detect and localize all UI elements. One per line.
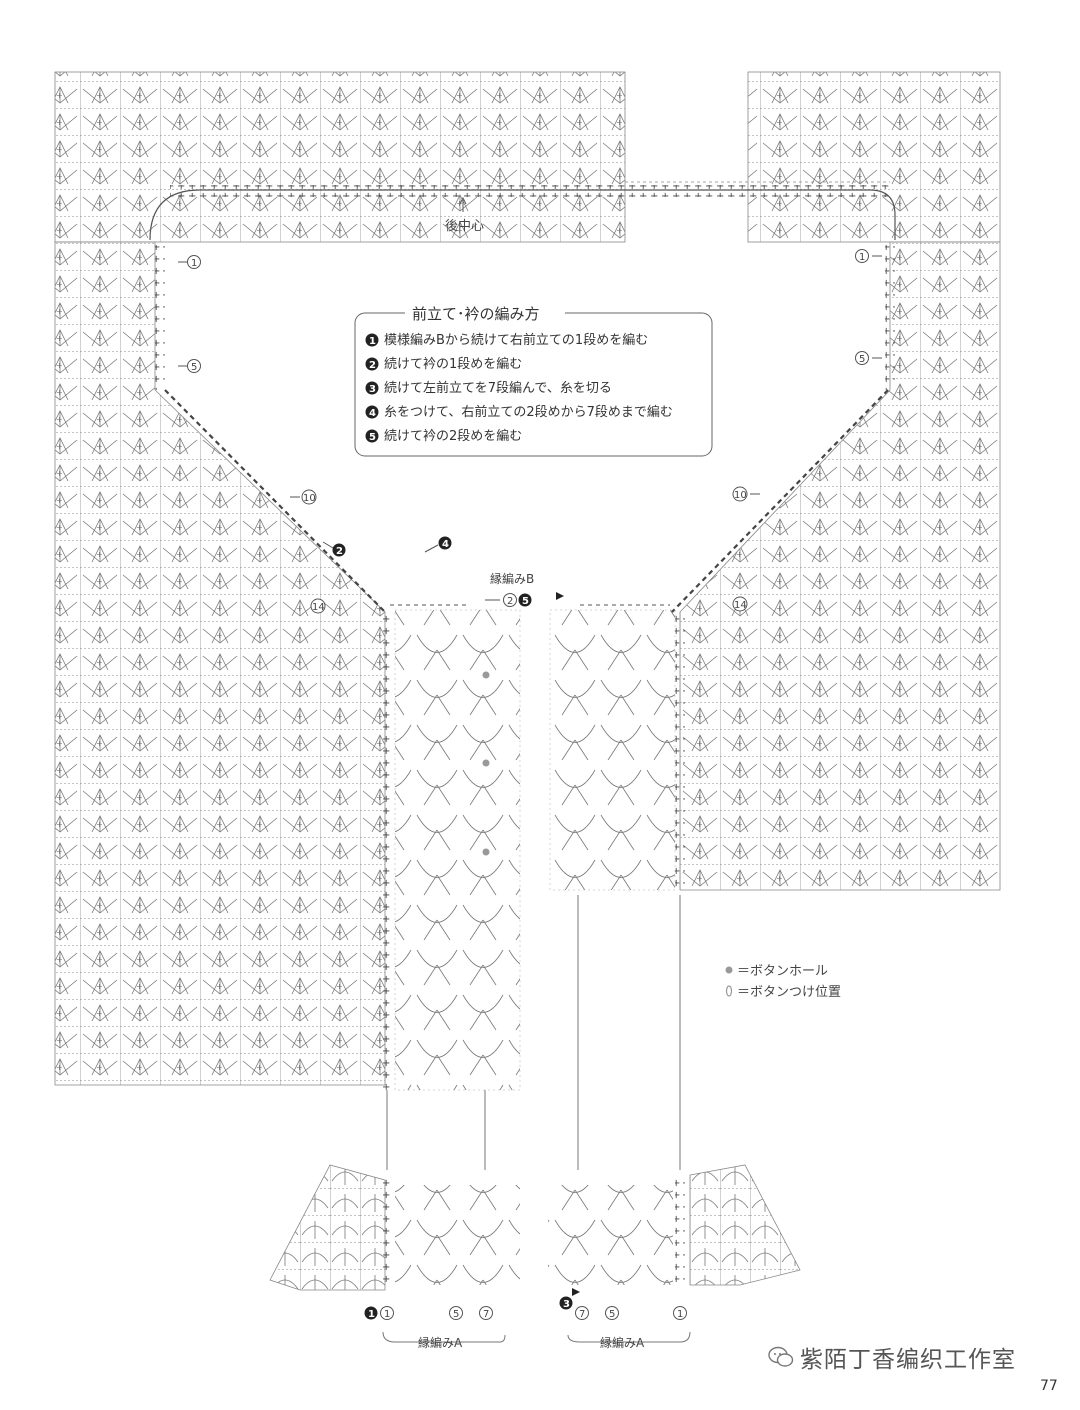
lower-left-skirt <box>269 1164 386 1291</box>
right-collar-side <box>885 245 895 390</box>
collar-outline <box>149 189 896 241</box>
step-1-number: 1 <box>369 336 376 347</box>
row-marker-right-10: 10 <box>732 486 760 502</box>
bottom-right-r7: 7 <box>579 1309 585 1320</box>
left-front-band-shell <box>394 609 521 1091</box>
row-marker-left-5: 5 <box>178 359 201 373</box>
right-front-band-shell <box>549 609 676 891</box>
buttonhole-3 <box>482 848 490 856</box>
edging-a-left-brace <box>382 1331 506 1343</box>
row-marker-right-5: 5 <box>855 351 882 365</box>
step-4-number: 4 <box>369 408 376 419</box>
row-marker-left-10-text: 10 <box>303 493 316 504</box>
legend-buttonhole-text: ＝ボタンホール <box>737 964 828 979</box>
back-center-label: 後中心 <box>445 219 484 234</box>
step-3-text: 続けて左前立てを7段編んで、糸を切る <box>384 380 612 396</box>
lower-left-band-shell <box>395 1185 520 1285</box>
instruction-step-5: 5 続けて衿の2段めを編む <box>365 428 522 444</box>
step-marker-2-5-r2: 2 <box>507 596 513 607</box>
edging-a-right-label: 縁編みA <box>600 1335 645 1350</box>
watermark-text: 紫陌丁香编织工作室 <box>800 1347 1016 1373</box>
row-marker-right-14-text: 14 <box>734 600 747 611</box>
lower-right-skirt <box>689 1164 801 1286</box>
step-5-text: 続けて衿の2段めを編む <box>384 428 522 444</box>
row-marker-right-1-text: 1 <box>859 252 865 263</box>
bottom-left-r7: 7 <box>483 1309 489 1320</box>
bottom-right-s3: 3 <box>563 1299 570 1310</box>
instruction-step-1: 1 模様編みBから続けて右前立ての1段めを編む <box>365 332 648 348</box>
bottom-left-s1: 1 <box>368 1309 375 1320</box>
step-marker-2-text: 2 <box>336 546 343 557</box>
row-marker-right-10-text: 10 <box>734 490 747 501</box>
row-marker-left-1: 1 <box>178 255 201 269</box>
left-collar-side <box>155 245 165 390</box>
bottom-right-r5: 5 <box>609 1309 615 1320</box>
row-marker-left-14-text: 14 <box>312 602 325 613</box>
page-number: 77 <box>1040 1378 1058 1394</box>
step-marker-4-text: 4 <box>442 539 449 550</box>
right-body-panel <box>679 241 1001 891</box>
row-marker-right-14: 14 <box>732 596 748 612</box>
left-body-panel <box>54 241 386 1086</box>
upper-left-panel <box>54 71 626 243</box>
wechat-icon <box>768 1346 794 1367</box>
step-marker-2-5-s5: 5 <box>522 596 529 607</box>
legend-buttonhole-icon <box>725 966 733 974</box>
instruction-step-3: 3 続けて左前立てを7段編んで、糸を切る <box>365 380 612 396</box>
lower-right-band-sc <box>675 1175 685 1285</box>
lower-left-band-sc <box>381 1175 391 1285</box>
step-marker-2: 2 <box>322 541 346 557</box>
instruction-title-bg <box>405 303 565 323</box>
step-2-number: 2 <box>369 360 376 371</box>
bottom-right-r1: 1 <box>677 1309 683 1320</box>
row-marker-left-5-text: 5 <box>191 362 197 373</box>
row-marker-left-10: 10 <box>290 489 317 505</box>
bottom-left-r1: 1 <box>384 1309 390 1320</box>
legend-button-text: ＝ボタンつけ位置 <box>737 985 841 1000</box>
step-5-number: 5 <box>369 432 376 443</box>
edging-a-right-brace <box>567 1331 691 1343</box>
row-marker-left-14: 14 <box>310 598 326 614</box>
step-marker-2-5: 2 5 <box>485 593 532 607</box>
lower-right-band-shell <box>548 1185 673 1285</box>
step-4-text: 糸をつけて、右前立ての2段めから7段めまで編む <box>384 404 673 420</box>
step-1-text: 模様編みBから続けて右前立ての1段めを編む <box>384 332 648 348</box>
left-front-band-sc <box>381 612 391 1090</box>
row-marker-left-1-text: 1 <box>191 258 197 269</box>
watermark: 紫陌丁香编织工作室 <box>768 1340 1016 1374</box>
instruction-step-4: 4 糸をつけて、右前立ての2段めから7段めまで編む <box>365 404 673 420</box>
edging-b-label: 縁編みB <box>490 571 534 586</box>
instruction-step-2: 2 続けて衿の1段めを編む <box>365 356 522 372</box>
collar-top-row <box>170 185 890 197</box>
left-neck-diagonal <box>164 389 386 613</box>
right-front-band-sc <box>675 612 685 890</box>
buttonhole-2 <box>482 759 490 767</box>
row-marker-right-1: 1 <box>855 249 882 263</box>
row-marker-right-5-text: 5 <box>859 354 865 365</box>
step-marker-4: 4 <box>424 536 452 553</box>
instruction-title: 前立て･衿の編み方 <box>412 305 540 323</box>
step-3-number: 3 <box>369 384 376 395</box>
upper-right-panel <box>747 71 1001 243</box>
bottom-left-markers: 1 1 5 7 <box>364 1306 493 1320</box>
bottom-left-r5: 5 <box>453 1309 459 1320</box>
buttonhole-1 <box>482 671 490 679</box>
step-2-text: 続けて衿の1段めを編む <box>384 356 522 372</box>
right-neck-diagonal <box>671 389 889 613</box>
edging-a-left-label: 縁編みA <box>418 1335 463 1350</box>
legend-button-icon <box>725 985 733 997</box>
bottom-right-markers: 3 7 5 1 <box>559 1288 687 1320</box>
back-center-arrowhead <box>459 196 467 205</box>
start-triangle-right <box>556 592 564 600</box>
